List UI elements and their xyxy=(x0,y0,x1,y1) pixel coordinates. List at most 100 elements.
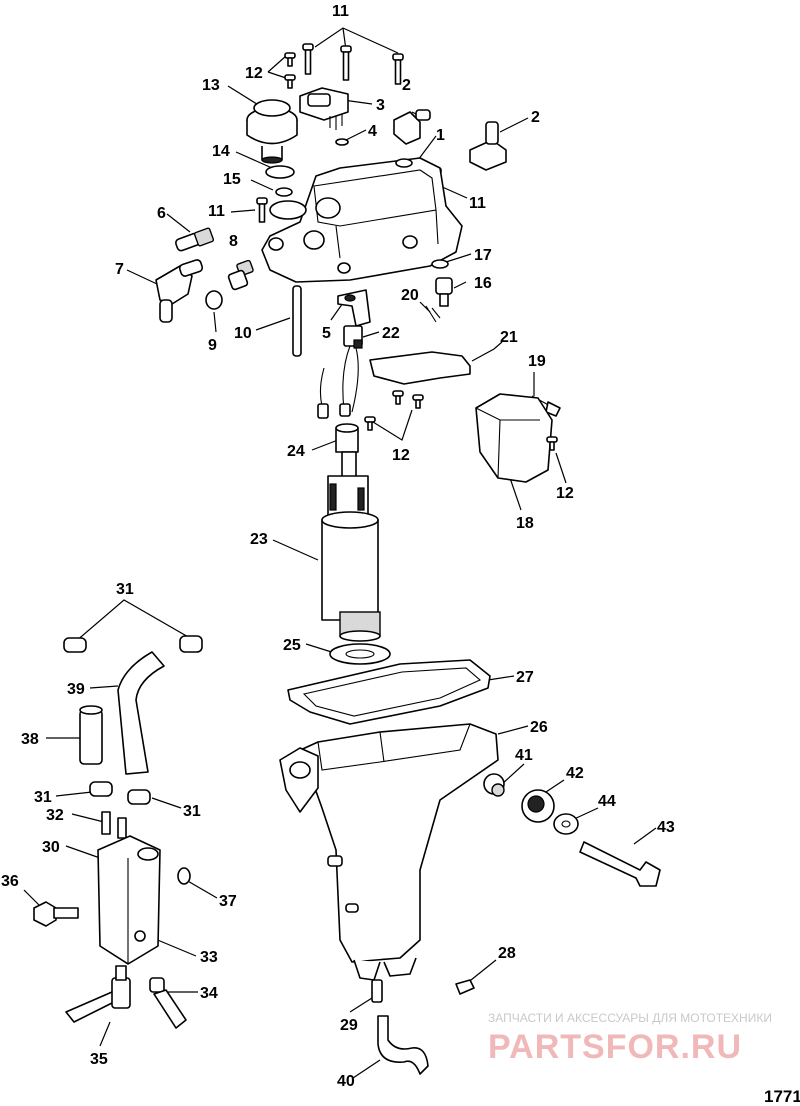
watermark: ЗАПЧАСТИ И АКСЕССУАРЫ ДЛЯ МОТОТЕХНИКИ PA… xyxy=(488,1011,772,1066)
callout-17: 17 xyxy=(474,247,492,264)
part-2-elbow-fitting-a xyxy=(393,109,431,145)
part-3-sensor xyxy=(299,87,349,130)
callout-15: 15 xyxy=(223,171,241,188)
callout-39: 39 xyxy=(67,681,85,698)
callout-11: 11 xyxy=(332,3,349,20)
part-30-fuel-filter xyxy=(97,835,161,965)
callout-22: 22 xyxy=(382,325,400,342)
callout-8: 8 xyxy=(229,233,238,250)
watermark-tagline: ЗАПЧАСТИ И АКСЕССУАРЫ ДЛЯ МОТОТЕХНИКИ xyxy=(488,1011,772,1025)
part-43-bolt xyxy=(579,841,661,887)
part-23-fuel-pump xyxy=(321,451,381,642)
callout-25: 25 xyxy=(283,637,301,654)
callout-12: 12 xyxy=(245,65,263,82)
callout-9: 9 xyxy=(208,337,217,354)
part-9-grommet xyxy=(205,290,223,310)
callout-43: 43 xyxy=(657,819,675,836)
part-27-gasket xyxy=(287,659,491,725)
callout-12: 12 xyxy=(556,485,574,502)
part-2-elbow-fitting-b xyxy=(469,121,507,171)
callout-2: 2 xyxy=(402,77,411,94)
part-31-clamps xyxy=(63,635,203,805)
part-25-seal xyxy=(329,643,391,665)
part-41-plug xyxy=(483,773,505,797)
part-14-o-ring xyxy=(265,165,295,179)
part-44-washer xyxy=(553,813,579,835)
part-7-elbow xyxy=(155,259,204,323)
callout-38: 38 xyxy=(21,731,39,748)
part-15-o-ring xyxy=(275,187,293,197)
part-42-grommet xyxy=(521,789,555,823)
callout-14: 14 xyxy=(212,143,230,160)
callout-1: 1 xyxy=(436,127,445,144)
callout-24: 24 xyxy=(287,443,305,460)
part-5-bracket xyxy=(337,289,371,327)
callout-3: 3 xyxy=(376,97,385,114)
part-39-hose xyxy=(117,651,165,775)
part-6-fitting xyxy=(174,227,215,252)
callout-19: 19 xyxy=(528,353,546,370)
part-wiring-harness xyxy=(317,345,359,419)
part-34-fitting xyxy=(149,977,187,1029)
callout-41: 41 xyxy=(515,747,533,764)
callout-18: 18 xyxy=(516,515,534,532)
part-29-nipple xyxy=(371,979,383,1003)
part-40-hose xyxy=(377,1015,429,1075)
part-36-bolt xyxy=(33,901,79,927)
callout-37: 37 xyxy=(219,893,237,910)
callout-32: 32 xyxy=(46,807,64,824)
callout-4: 4 xyxy=(368,123,377,140)
callout-13: 13 xyxy=(202,77,220,94)
part-10-tube xyxy=(292,285,302,357)
part-16-valve xyxy=(435,277,453,307)
callout-27: 27 xyxy=(516,669,534,686)
part-38-sleeve xyxy=(79,705,103,765)
part-28-screw xyxy=(455,979,475,995)
part-13-pressure-regulator xyxy=(246,99,298,164)
callout-31: 31 xyxy=(34,789,52,806)
callout-11: 11 xyxy=(469,195,486,212)
part-12-screws xyxy=(284,52,296,89)
part-37-o-ring xyxy=(177,867,191,885)
callout-34: 34 xyxy=(200,985,218,1002)
part-12-screws-middle xyxy=(364,390,424,431)
part-18-cover xyxy=(475,393,553,483)
callout-2: 2 xyxy=(531,109,540,126)
callout-31: 31 xyxy=(183,803,201,820)
part-17-o-ring xyxy=(431,259,449,269)
part-20-clip xyxy=(425,305,441,323)
callout-23: 23 xyxy=(250,531,268,548)
callout-35: 35 xyxy=(90,1051,108,1068)
callout-12: 12 xyxy=(392,447,410,464)
callout-44: 44 xyxy=(598,793,616,810)
callout-10: 10 xyxy=(234,325,252,342)
part-22-connector xyxy=(343,325,363,349)
callout-29: 29 xyxy=(340,1017,358,1034)
part-12-screw-cover xyxy=(546,436,558,451)
callout-28: 28 xyxy=(498,945,516,962)
part-21-plate xyxy=(369,351,471,385)
callout-11: 11 xyxy=(208,203,225,220)
watermark-brand: PARTSFOR.RU xyxy=(488,1028,742,1066)
callout-21: 21 xyxy=(500,329,518,346)
part-8-fitting xyxy=(227,259,254,291)
callout-30: 30 xyxy=(42,839,60,856)
part-1-cover xyxy=(261,157,463,283)
part-26-tank xyxy=(279,723,499,981)
callout-26: 26 xyxy=(530,719,548,736)
callout-42: 42 xyxy=(566,765,584,782)
callout-31: 31 xyxy=(116,581,134,598)
callout-numbers: 11 12 13 3 2 2 4 1 14 15 11 11 6 8 17 7 … xyxy=(1,3,675,1090)
callout-16: 16 xyxy=(474,275,492,292)
callout-33: 33 xyxy=(200,949,218,966)
part-35-fitting xyxy=(65,965,131,1023)
diagram-code: 1771 xyxy=(764,1087,800,1106)
part-24-sleeve xyxy=(335,423,359,453)
callout-6: 6 xyxy=(157,205,166,222)
part-11-screws-top xyxy=(302,43,404,85)
callout-5: 5 xyxy=(322,325,331,342)
callout-7: 7 xyxy=(115,261,124,278)
callout-20: 20 xyxy=(401,287,419,304)
part-32-fittings xyxy=(101,811,127,839)
